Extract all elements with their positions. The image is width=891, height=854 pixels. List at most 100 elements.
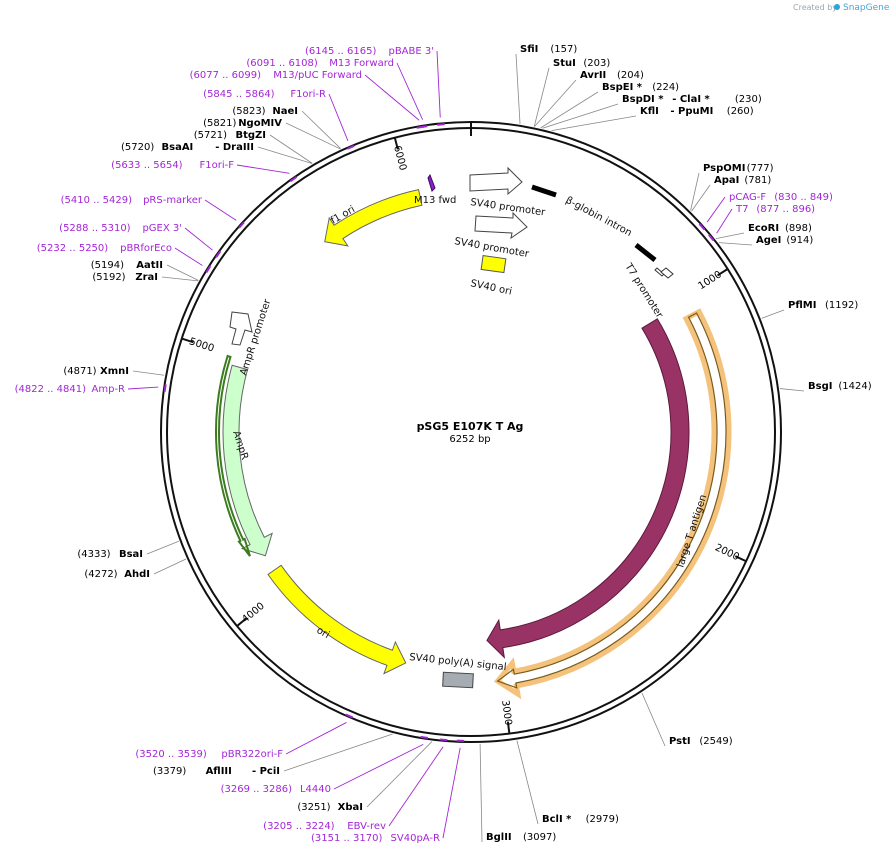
primer-right-1: T7 bbox=[735, 204, 748, 215]
site-left-coord-5: (5192) bbox=[92, 272, 125, 283]
site-leader-14 bbox=[479, 743, 483, 843]
site-coord-13: (2979) bbox=[586, 814, 619, 825]
brand-created-by: Created by bbox=[793, 3, 837, 12]
tick-label-2000: 2000 bbox=[713, 542, 741, 563]
plasmid-name: pSG5 E107K T Ag bbox=[417, 420, 524, 433]
primer-5: pRS-marker bbox=[143, 195, 203, 206]
site-coord-0: (157) bbox=[550, 44, 577, 55]
site-8: EcoRI bbox=[748, 223, 779, 234]
primer-leader-7 bbox=[174, 247, 203, 266]
site-13: BclI * bbox=[542, 814, 572, 825]
site-14: BglII bbox=[486, 832, 512, 843]
site-coord-5: (260) bbox=[727, 106, 754, 117]
site-0: SfiI bbox=[520, 44, 538, 55]
site-7: ApaI bbox=[714, 175, 739, 186]
primer-mark-9 bbox=[345, 713, 354, 719]
tick-mark-2000 bbox=[734, 555, 747, 563]
primer-mark-11 bbox=[439, 738, 448, 742]
primer-mark-5 bbox=[238, 221, 245, 229]
primer-leader-4 bbox=[236, 164, 290, 174]
site-coord-1: (203) bbox=[583, 58, 610, 69]
primer-leader-11 bbox=[388, 746, 444, 827]
site-leader-7 bbox=[691, 184, 711, 212]
feature-label-ampr-promoter: AmpR promoter bbox=[238, 297, 273, 377]
site-left-coord-0: (5823) bbox=[232, 106, 265, 117]
primer-right-leader-0 bbox=[706, 196, 726, 223]
site-left-leader-5 bbox=[161, 276, 199, 282]
site-2: AvrII bbox=[580, 70, 606, 81]
site-left-coord-9: (3379) bbox=[153, 766, 186, 777]
primer-coord-9: (3520 .. 3539) bbox=[135, 749, 207, 760]
large-t-antigen-arrow[interactable] bbox=[486, 318, 690, 659]
beta-globin-intron-end bbox=[634, 243, 657, 262]
site-left-7: BsaI bbox=[119, 549, 143, 560]
site-coord-14: (3097) bbox=[523, 832, 556, 843]
site-leader-11 bbox=[779, 388, 805, 392]
site-coord-8: (898) bbox=[785, 223, 812, 234]
site-coord-3: (224) bbox=[652, 82, 679, 93]
sv40-ori-box[interactable] bbox=[480, 254, 507, 274]
tick-mark-1000 bbox=[716, 268, 729, 277]
primer-right-mark-0 bbox=[698, 223, 706, 231]
ori-arrow[interactable] bbox=[267, 564, 407, 675]
tick-mark-3000 bbox=[506, 721, 511, 734]
primer-9: pBR322ori-F bbox=[221, 749, 283, 760]
snapgene-brand: Created by SnapGene bbox=[793, 3, 890, 13]
site-left-leader-6 bbox=[132, 370, 165, 376]
site-leader-12 bbox=[641, 692, 666, 747]
f1-ori-arrow[interactable] bbox=[324, 189, 423, 247]
beta-globin-intron-start bbox=[531, 184, 557, 198]
primer-leader-12 bbox=[442, 747, 461, 839]
primer-10: L4440 bbox=[300, 784, 331, 795]
feature-label-sv40-ori: SV40 ori bbox=[469, 278, 512, 298]
site-coord-2: (204) bbox=[617, 70, 644, 81]
tick-mark-6000 bbox=[393, 137, 399, 150]
site-left-leader-9 bbox=[283, 733, 393, 772]
site-1: StuI bbox=[553, 58, 576, 69]
site-suffix-5: - PpuMI bbox=[670, 106, 713, 117]
site-coord-6: (777) bbox=[747, 163, 774, 174]
primer-leader-2 bbox=[364, 74, 420, 121]
primer-coord-4: (5633 .. 5654) bbox=[111, 160, 183, 171]
site-left-leader-3 bbox=[257, 146, 313, 164]
feature-label-sv40-polya: SV40 poly(A) signal bbox=[409, 652, 507, 673]
primer-right-coord-1: (877 .. 896) bbox=[756, 204, 815, 215]
site-left-suffix-9: - PciI bbox=[252, 766, 280, 777]
ampr-orf-line bbox=[215, 354, 251, 557]
primer-leader-8 bbox=[127, 386, 159, 390]
primer-leader-1 bbox=[396, 62, 424, 120]
site-left-coord-3: (5720) bbox=[121, 142, 154, 153]
sv40-promoter-arrow-a[interactable] bbox=[469, 166, 523, 196]
site-left-leader-4 bbox=[166, 264, 199, 281]
site-left-coord-8: (4272) bbox=[84, 569, 117, 580]
primer-7: pBRforEco bbox=[120, 243, 172, 254]
site-left-0: NaeI bbox=[272, 106, 298, 117]
site-left-8: AhdI bbox=[124, 569, 150, 580]
site-9: AgeI bbox=[756, 235, 781, 246]
brand-name: SnapGene bbox=[843, 3, 890, 13]
site-left-3: BsaAI bbox=[162, 142, 194, 153]
primer-0: pBABE 3' bbox=[388, 46, 434, 57]
primer-8: Amp-R bbox=[92, 384, 126, 395]
ampr-arrow[interactable] bbox=[222, 364, 273, 557]
primer-sites: pBABE 3'(6145 .. 6165)M13 Forward(6091 .… bbox=[15, 46, 833, 844]
site-leader-9 bbox=[718, 242, 753, 246]
sv40-polya-box[interactable] bbox=[442, 671, 474, 689]
site-leader-5 bbox=[551, 115, 637, 131]
primer-mark-0 bbox=[437, 123, 445, 126]
primer-mark-3 bbox=[346, 145, 355, 150]
primer-mark-6 bbox=[215, 250, 222, 258]
primer-mark-8 bbox=[163, 384, 167, 392]
site-left-6: XmnI bbox=[100, 366, 129, 377]
site-leader-8 bbox=[715, 232, 745, 240]
site-leader-4 bbox=[542, 103, 619, 129]
ampr-promoter-arrow[interactable] bbox=[229, 311, 253, 346]
snapgene-logo-icon bbox=[834, 4, 840, 10]
m13-fwd-glyph bbox=[427, 173, 436, 192]
primer-mark-7 bbox=[205, 265, 212, 273]
sv40-promoter-arrow-b[interactable] bbox=[474, 211, 528, 240]
site-left-leader-0 bbox=[301, 110, 341, 149]
tick-mark-5000 bbox=[181, 337, 194, 344]
site-left-coord-10: (3251) bbox=[297, 802, 330, 813]
